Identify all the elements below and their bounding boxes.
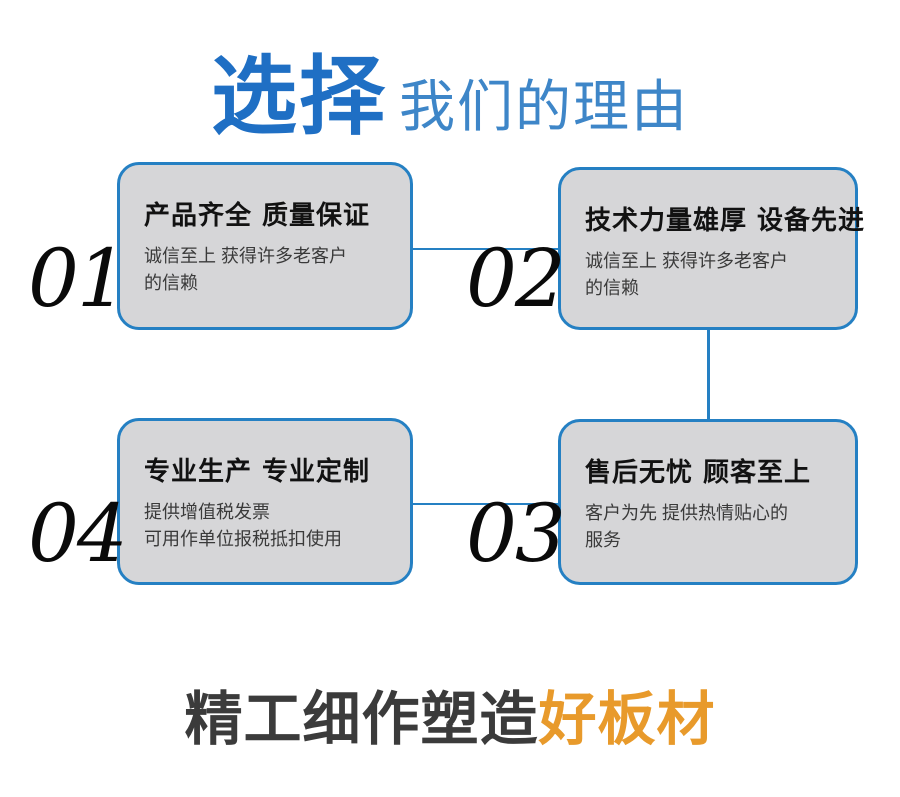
- card-01-title: 产品齐全 质量保证: [144, 201, 371, 231]
- page-title-strong: 选择: [211, 47, 387, 147]
- card-03-number: 03: [466, 487, 566, 580]
- footer-slogan-dark: 精工细作塑造: [184, 685, 539, 753]
- card-03[interactable]: 售后无忧 顾客至上 客户为先 提供热情贴心的 服务: [558, 419, 858, 585]
- card-04[interactable]: 专业生产 专业定制 提供增值税发票 可用作单位报税抵扣使用: [117, 418, 413, 585]
- card-03-title: 售后无忧 顾客至上: [585, 458, 812, 488]
- card-02-title: 技术力量雄厚 设备先进: [585, 206, 866, 236]
- card-04-body: 提供增值税发票 可用作单位报税抵扣使用: [144, 502, 342, 549]
- connector-02-to-03: [707, 329, 710, 419]
- card-01-number: 01: [28, 232, 128, 325]
- card-02-body: 诚信至上 获得许多老客户 的信赖: [585, 251, 788, 298]
- card-03-body: 客户为先 提供热情贴心的 服务: [585, 503, 788, 550]
- page-title-light: 我们的理由: [399, 75, 689, 138]
- page-title: 选择我们的理由: [0, 26, 900, 151]
- card-01-body: 诚信至上 获得许多老客户 的信赖: [144, 246, 347, 293]
- card-02[interactable]: 技术力量雄厚 设备先进 诚信至上 获得许多老客户 的信赖: [558, 167, 864, 330]
- card-04-number: 04: [28, 487, 128, 580]
- connector-01-to-02: [410, 248, 561, 250]
- card-01[interactable]: 产品齐全 质量保证 诚信至上 获得许多老客户 的信赖: [117, 162, 413, 330]
- connector-03-to-04: [410, 503, 561, 505]
- footer-slogan-accent: 好板材: [538, 685, 716, 753]
- card-04-title: 专业生产 专业定制: [144, 457, 371, 487]
- card-02-number: 02: [466, 232, 566, 325]
- footer-slogan: 精工细作塑造好板材: [0, 672, 900, 756]
